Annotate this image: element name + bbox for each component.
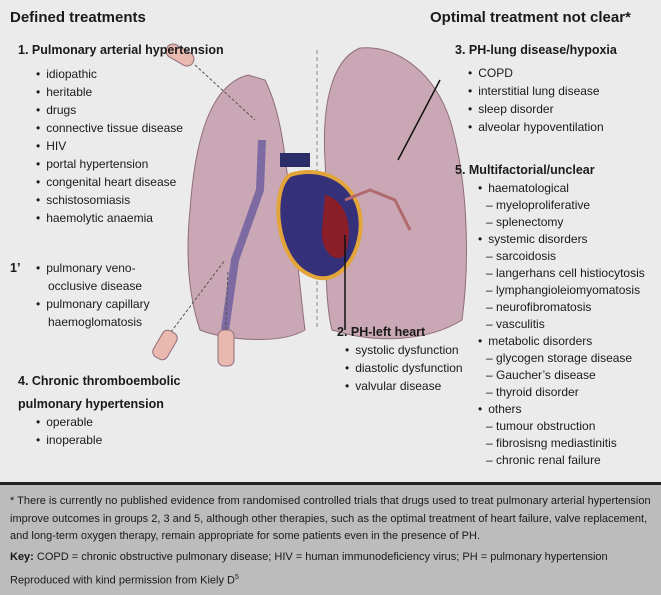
group-3-list: COPD interstitial lung disease sleep dis… (468, 64, 604, 136)
list-item: congenital heart disease (36, 173, 183, 191)
sub-list-item: Gaucher’s disease (478, 367, 645, 384)
list-item-cont: haemoglomatosis (48, 315, 143, 329)
sub-list-item: glycogen storage disease (478, 350, 645, 367)
list-item: haemolytic anaemia (36, 209, 183, 227)
list-item-cont: occlusive disease (48, 279, 143, 293)
list-item: interstitial lung disease (468, 82, 604, 100)
sub-list-item: myeloproliferative (478, 197, 645, 214)
sub-list-item: tumour obstruction (478, 418, 645, 435)
group-5-title: 5. Multifactorial/unclear (455, 163, 595, 177)
credit: Reproduced with kind permission from Kie… (10, 569, 651, 590)
group-1-title: 1. Pulmonary arterial hypertension (18, 43, 224, 57)
group-4-title: 4. Chronic thromboembolic (18, 374, 181, 388)
list-item: heritable (36, 83, 183, 101)
group-4-title-2: pulmonary hypertension (18, 397, 164, 411)
sub-list-item: chronic renal failure (478, 452, 645, 469)
vessel-section-3 (217, 329, 235, 367)
list-item: inoperable (36, 431, 102, 449)
right-lung (323, 47, 467, 340)
sub-list-item: neurofibromatosis (478, 299, 645, 316)
list-item: idiopathic (36, 65, 183, 83)
sub-list-item: vasculitis (478, 316, 645, 333)
key: Key: COPD = chronic obstructive pulmonar… (10, 549, 651, 567)
list-item: haematological (478, 180, 645, 197)
list-item: portal hypertension (36, 155, 183, 173)
list-item: COPD (468, 64, 604, 82)
list-item: alveolar hypoventilation (468, 118, 603, 136)
credit-ref: 5 (234, 574, 239, 581)
list-item: drugs (36, 101, 183, 119)
sub-list-item: thyroid disorder (478, 384, 645, 401)
list-item: metabolic disorders (478, 333, 645, 350)
credit-text: Reproduced with kind permission from Kie… (10, 574, 235, 587)
lungs-heart-illustration (152, 43, 467, 367)
list-item: operable (36, 413, 102, 431)
list-item: connective tissue disease (36, 119, 183, 137)
list-item: systemic disorders (478, 231, 645, 248)
group-2-list: systolic dysfunction diastolic dysfuncti… (345, 341, 463, 395)
list-item: pulmonary capillary (36, 295, 149, 313)
sub-list-item: fibrosisng mediastinitis (478, 435, 645, 452)
list-item: pulmonary veno- (36, 259, 150, 277)
group-1-list: idiopathic heritable drugs connective ti… (36, 65, 183, 227)
footnote-box: * There is currently no published eviden… (0, 482, 661, 595)
list-item: valvular disease (345, 377, 463, 395)
sub-list-item: sarcoidosis (478, 248, 645, 265)
list-item: others (478, 401, 645, 418)
sub-list-item: splenectomy (478, 214, 645, 231)
sub-list-item: lymphangioleiomyomatosis (478, 282, 645, 299)
right-title: Optimal treatment not clear* (430, 9, 631, 26)
group-5-list: haematological myeloproliferative splene… (478, 180, 645, 469)
left-lung (187, 74, 306, 340)
vessel-section-2 (152, 329, 178, 361)
list-item: systolic dysfunction (345, 341, 463, 359)
left-title: Defined treatments (10, 9, 146, 26)
sub-list-item: langerhans cell histiocytosis (478, 265, 645, 282)
list-item: HIV (36, 137, 183, 155)
group-4-list: operable inoperable (36, 413, 102, 449)
list-item: schistosomiasis (36, 191, 183, 209)
key-text: COPD = chronic obstructive pulmonary dis… (33, 550, 608, 563)
pulmonary-artery (221, 139, 266, 331)
footnote: * There is currently no published eviden… (10, 495, 651, 542)
group-3-title: 3. PH-lung disease/hypoxia (455, 43, 617, 57)
group-1-prime-label: 1’ (10, 261, 21, 275)
vessel-section-1 (165, 43, 195, 67)
arrow-3 (397, 79, 441, 161)
group-1-prime-list: pulmonary veno- occlusive disease pulmon… (36, 259, 150, 331)
key-label: Key: (10, 550, 34, 563)
list-item: sleep disorder (468, 100, 604, 118)
list-item: diastolic dysfunction (345, 359, 462, 377)
group-2-title: 2. PH-left heart (337, 325, 426, 339)
vessel-right (344, 188, 412, 231)
